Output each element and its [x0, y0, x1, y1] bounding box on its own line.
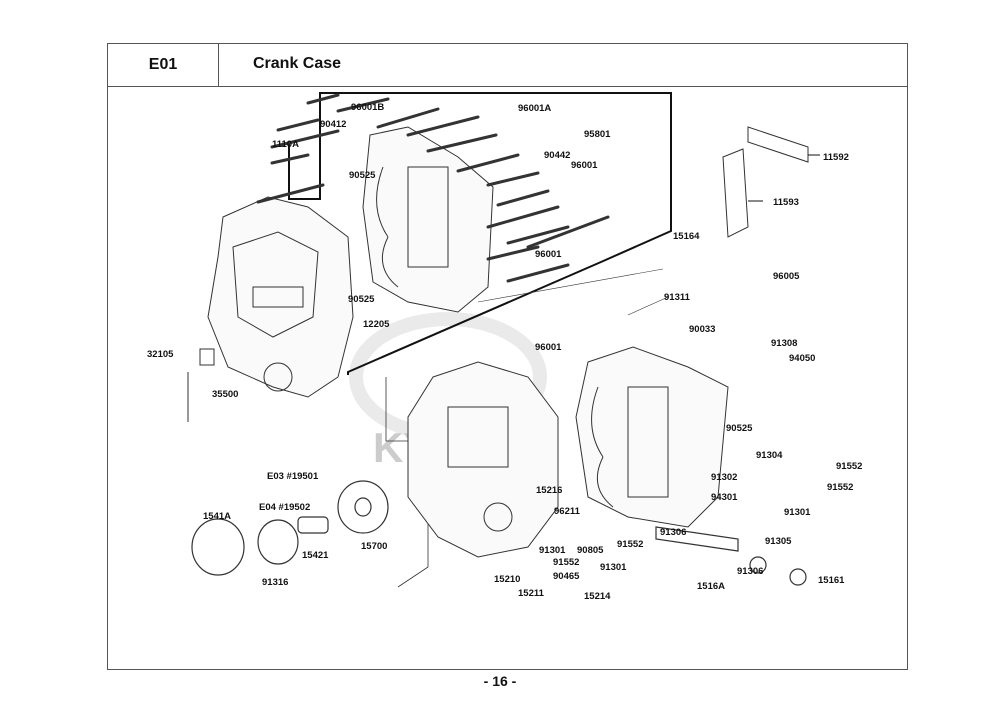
- part-label[interactable]: 90033: [689, 324, 716, 335]
- part-label[interactable]: 96211: [554, 506, 580, 517]
- page-frame: [107, 43, 908, 670]
- guide-brackets: [722, 126, 820, 238]
- bolts-upper: [256, 93, 610, 283]
- part-label[interactable]: 91301: [600, 562, 627, 573]
- part-label[interactable]: 90525: [348, 294, 375, 305]
- part-label[interactable]: 1110A: [272, 139, 299, 150]
- part-label[interactable]: 15216: [536, 485, 563, 496]
- part-label[interactable]: 11593: [773, 197, 799, 208]
- part-label[interactable]: 90465: [553, 571, 580, 582]
- part-label[interactable]: 96005: [773, 271, 800, 282]
- part-label[interactable]: 90525: [349, 170, 376, 181]
- part-label[interactable]: 91306: [737, 566, 764, 577]
- crankcase-right-lower: [575, 346, 729, 528]
- part-label[interactable]: 94050: [789, 353, 816, 364]
- exploded-parts-diagram: KYMCO: [187, 92, 820, 588]
- part-label[interactable]: 1541A: [203, 511, 231, 522]
- part-label[interactable]: 95801: [584, 129, 611, 140]
- part-label[interactable]: 11592: [823, 152, 849, 163]
- part-label[interactable]: 15421: [302, 550, 329, 561]
- part-label[interactable]: 96001: [535, 249, 562, 260]
- part-label[interactable]: 32105: [147, 349, 174, 360]
- part-label[interactable]: 91316: [262, 577, 289, 588]
- part-label[interactable]: 15214: [584, 591, 611, 602]
- section-code-text: E01: [148, 56, 178, 73]
- part-label[interactable]: 91304: [756, 450, 783, 461]
- part-label[interactable]: 15700: [361, 541, 388, 552]
- part-label[interactable]: 1516A: [697, 581, 725, 592]
- part-label[interactable]: 91301: [784, 507, 811, 518]
- part-label[interactable]: 96001: [571, 160, 598, 171]
- group-boundary-upper: [288, 92, 672, 375]
- part-label[interactable]: 90442: [544, 150, 571, 161]
- part-label[interactable]: 91306: [660, 527, 687, 538]
- header-divider: [107, 86, 908, 87]
- part-label[interactable]: 35500: [212, 389, 239, 400]
- part-label[interactable]: 91552: [836, 461, 863, 472]
- part-label[interactable]: 91308: [771, 338, 798, 349]
- section-title: Crank Case: [253, 55, 342, 72]
- part-label[interactable]: 91552: [617, 539, 644, 550]
- part-label[interactable]: 15164: [673, 231, 700, 242]
- part-label[interactable]: 15210: [494, 574, 521, 585]
- part-label[interactable]: E04 #19502: [259, 502, 311, 513]
- part-label[interactable]: 91301: [539, 545, 566, 556]
- oil-strainer: [655, 526, 807, 586]
- part-label[interactable]: 96001B: [351, 102, 385, 113]
- part-label[interactable]: 15211: [518, 588, 544, 599]
- part-label[interactable]: 91311: [664, 292, 690, 303]
- dipstick: [187, 348, 215, 422]
- crankcase-right-upper: [362, 126, 494, 313]
- part-label[interactable]: 91302: [711, 472, 738, 483]
- oil-filter-group: [191, 480, 389, 576]
- part-label[interactable]: E03 #19501: [267, 471, 319, 482]
- part-label[interactable]: 91552: [827, 482, 854, 493]
- part-label[interactable]: 96001: [535, 342, 562, 353]
- section-code: E01: [107, 43, 219, 87]
- part-label[interactable]: 15161: [818, 575, 845, 586]
- part-label[interactable]: 12205: [363, 319, 390, 330]
- part-label[interactable]: 94301: [711, 492, 738, 503]
- part-label[interactable]: 90525: [726, 423, 753, 434]
- crankcase-left-lower: [407, 361, 559, 558]
- page-number: - 16 -: [483, 673, 517, 689]
- part-label[interactable]: 91305: [765, 536, 792, 547]
- part-label[interactable]: 90805: [577, 545, 604, 556]
- part-label[interactable]: 96001A: [518, 103, 552, 114]
- crankcase-left-upper: [207, 196, 354, 398]
- part-label[interactable]: 91552: [553, 557, 580, 568]
- part-label[interactable]: 90412: [320, 119, 347, 130]
